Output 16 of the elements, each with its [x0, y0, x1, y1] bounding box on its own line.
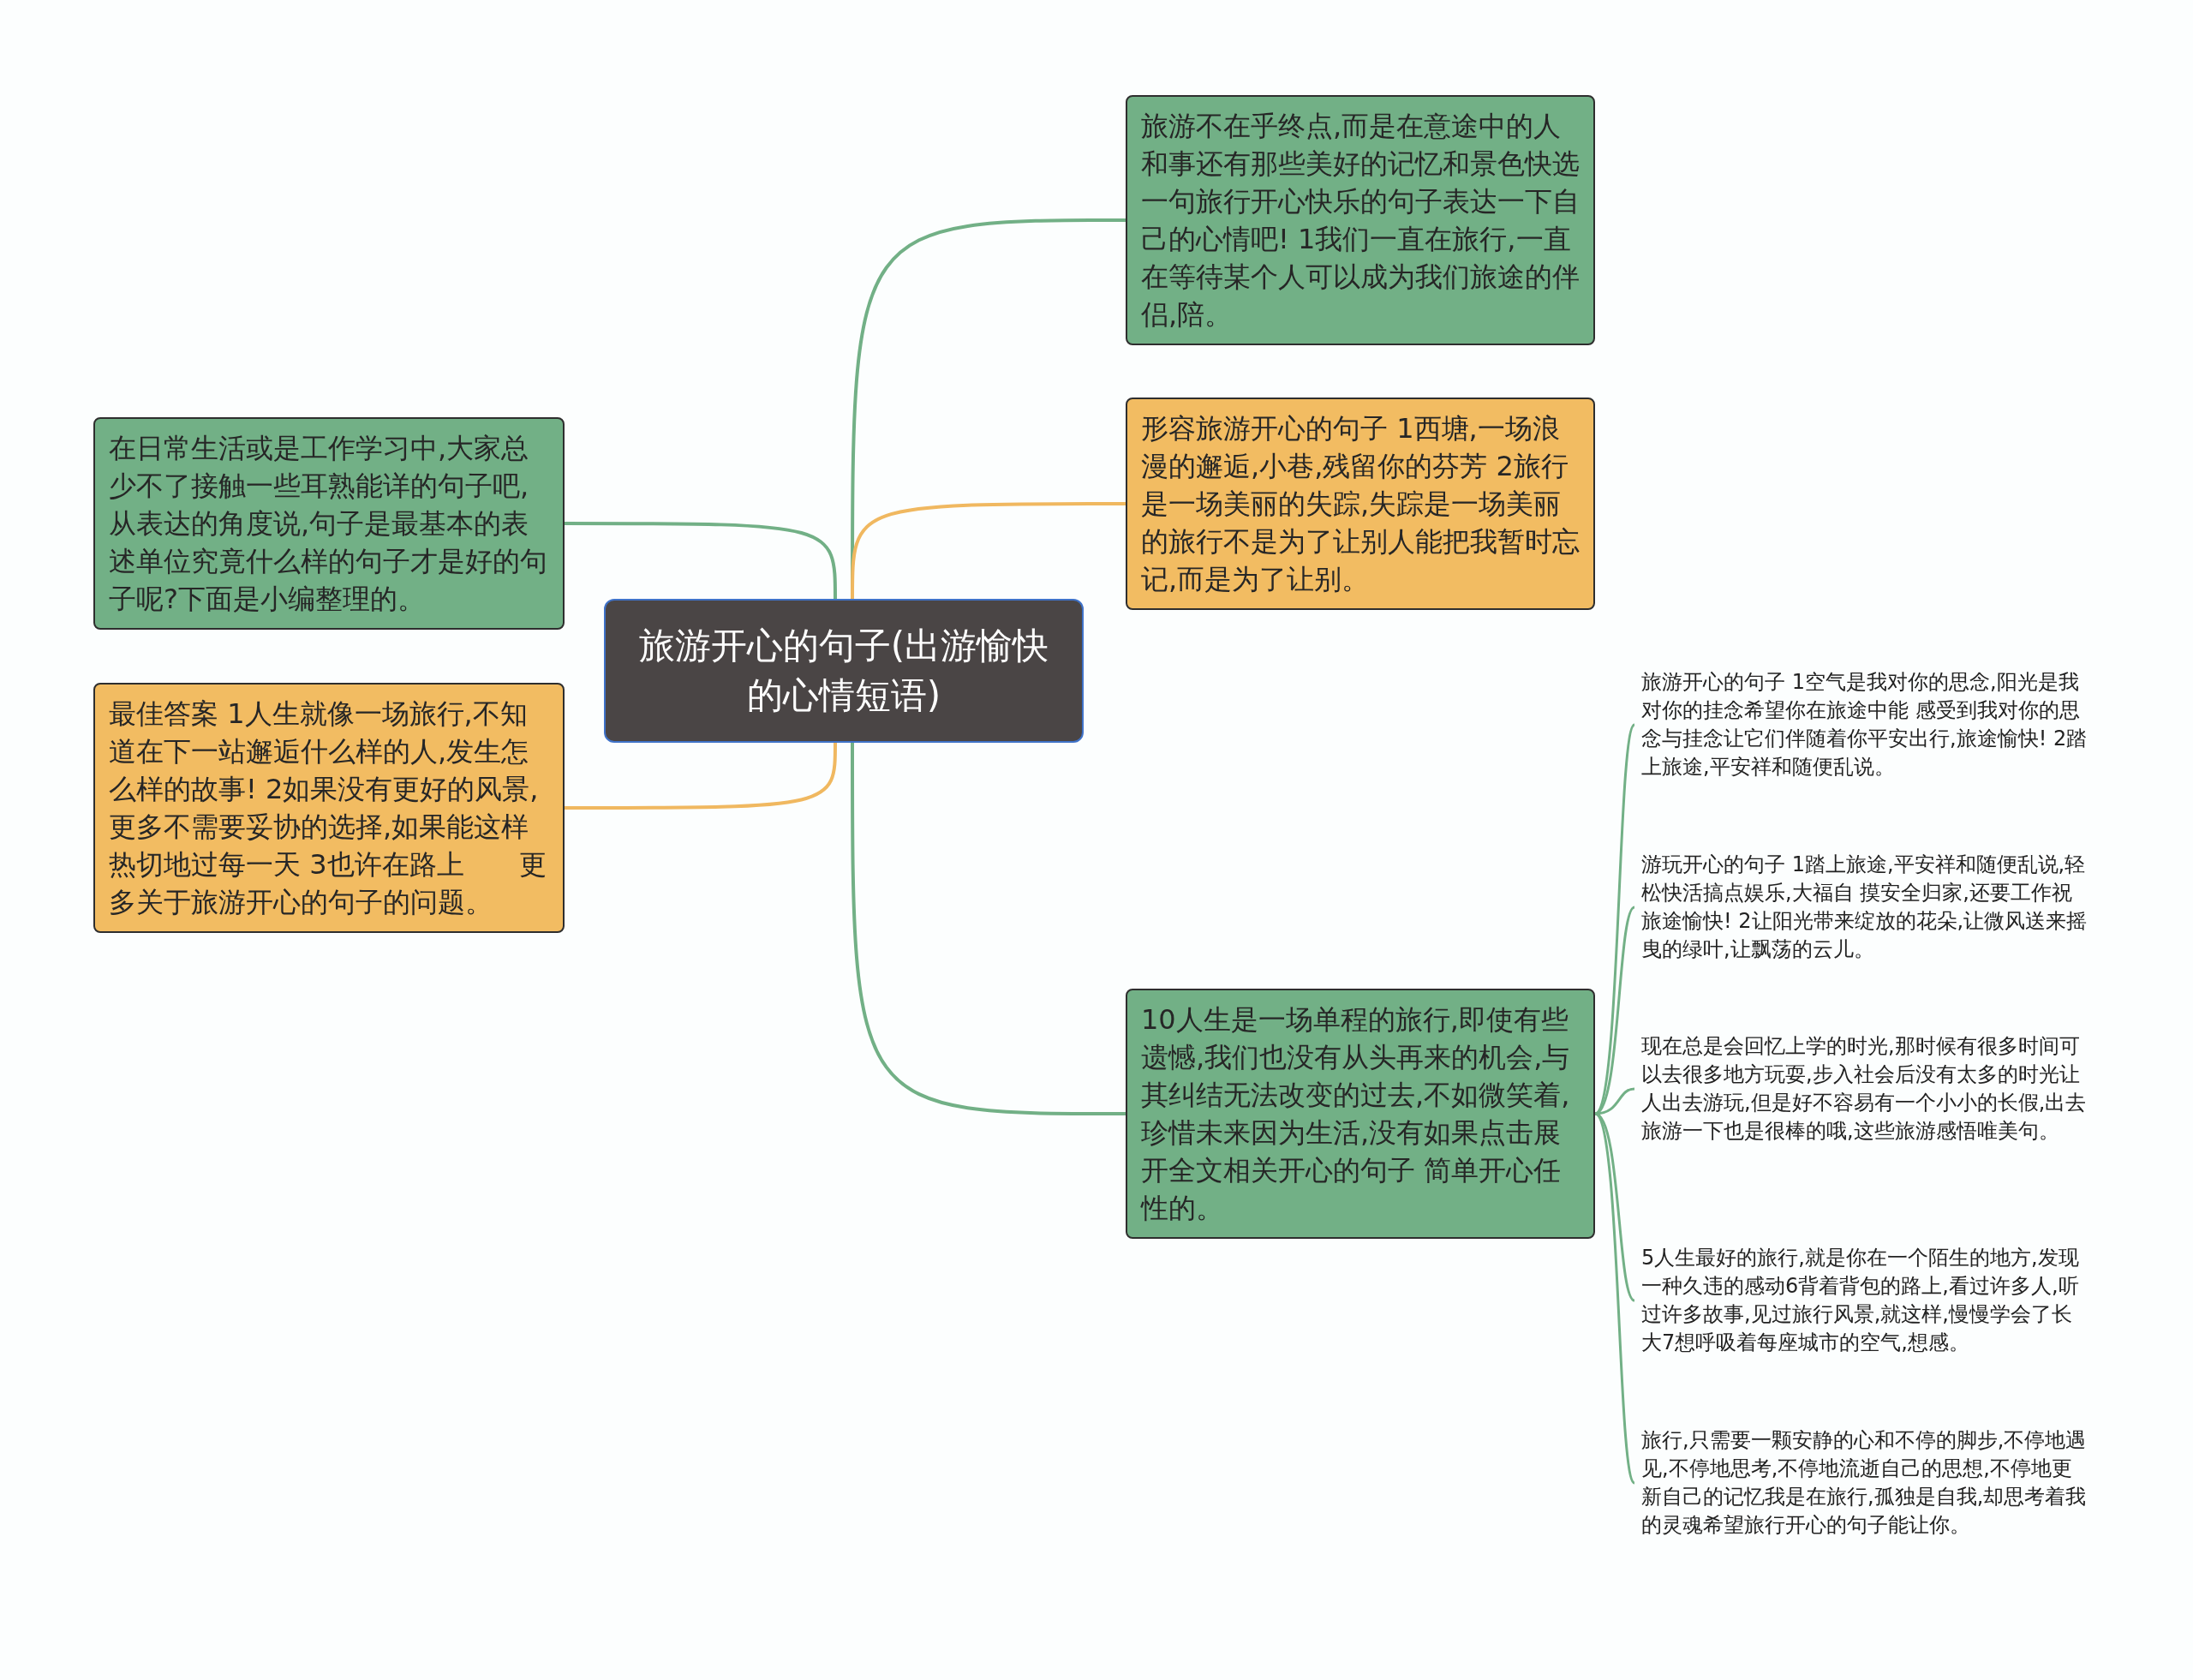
connector-line: [565, 742, 837, 810]
subtopic-text: 旅行,只需要一颗安静的心和不停的脚步,不停地遇见,不停地思考,不停地流逝自己的思想,不停地更新自己的记忆我是在旅行,孤独是自我,却思考着我的灵魂希望旅行开心的句子能让你。: [1634, 1426, 2097, 1540]
subtopic-text: 旅游开心的句子 1空气是我对你的思念,阳光是我对你的挂念希望你在旅途中能 感受到我对你的思念与挂念让它们伴随着你平安出行,旅途愉快! 2踏上旅途,平安祥和随便乱说。: [1634, 668, 2097, 781]
subtopic-text: 5人生最好的旅行,就是你在一个陌生的地方,发现一种久违的感动6背着背包的路上,看过许多人,听过许多故事,见过旅行风景,就这样,慢慢学会了长大7想呼吸着每座城市的空气,想感。: [1634, 1244, 2097, 1357]
topic-box: 在日常生活或是工作学习中,大家总少不了接触一些耳熟能详的句子吧,从表达的角度说,句子是最基本的表述单位究竟什么样的句子才是好的句子呢?下面是小编整理的。: [93, 417, 565, 630]
topic-box: 旅游不在乎终点,而是在意途中的人和事还有那些美好的记忆和景色快选一句旅行开心快乐的句子表达一下自己的心情吧! 1我们一直在旅行,一直在等待某个人可以成为我们旅途的伴侣,陪。: [1126, 95, 1595, 345]
topic-box: 最佳答案 1人生就像一场旅行,不知道在下一站邂逅什么样的人,发生怎么样的故事! 2如果没有更好的风景,更多不需要妥协的选择,如果能这样热切地过每一天 3也许在路上 更多关于旅游开心的句子的问题。: [93, 683, 565, 933]
subtopic-text: 游玩开心的句子 1踏上旅途,平安祥和随便乱说,轻松快活搞点娱乐,大福自 摸安全归家,还要工作祝旅途愉快! 2让阳光带来绽放的花朵,让微风送来摇曳的绿叶,让飘荡的云儿。: [1634, 851, 2097, 964]
topic-box: 10人生是一场单程的旅行,即使有些遗憾,我们也没有从头再来的机会,与其纠结无法改变的过去,不如微笑着,珍惜未来因为生活,没有如果点击展开全文相关开心的句子 简单开心任性的。: [1126, 989, 1595, 1239]
subtopic-text: 现在总是会回忆上学的时光,那时候有很多时间可以去很多地方玩耍,步入社会后没有太多的时光让人出去游玩,但是好不容易有一个小小的长假,出去旅游一下也是很棒的哦,这些旅游感悟唯美句。: [1634, 1032, 2097, 1145]
topic-box: 形容旅游开心的句子 1西塘,一场浪漫的邂逅,小巷,残留你的芬芳 2旅行是一场美丽的失踪,失踪是一场美丽的旅行不是为了让别人能把我暂时忘记,而是为了让别。: [1126, 398, 1595, 610]
connector-line: [851, 743, 1126, 1115]
root-topic-box: 旅游开心的句子(出游愉快的心情短语): [604, 599, 1084, 743]
connector-line: [851, 502, 1126, 599]
connector-line: [1593, 1113, 1636, 1484]
connector-line: [565, 522, 837, 600]
